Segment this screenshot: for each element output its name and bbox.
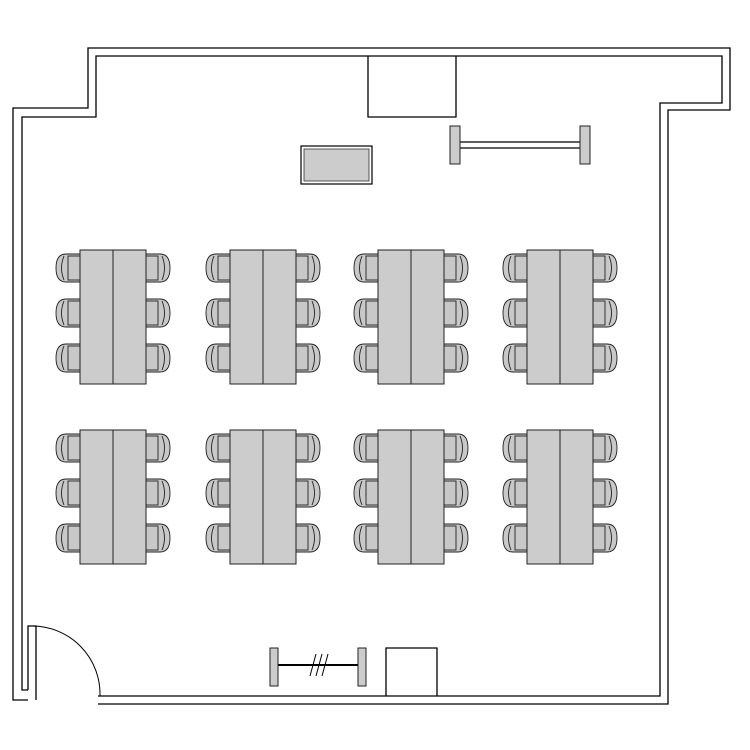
chair-left bbox=[55, 523, 81, 553]
table-half bbox=[229, 429, 264, 565]
chair-right bbox=[592, 433, 618, 463]
chair-right bbox=[592, 523, 618, 553]
chair-left bbox=[55, 298, 81, 328]
chair-left bbox=[55, 433, 81, 463]
door-jamb bbox=[27, 625, 37, 700]
chair-right bbox=[145, 433, 171, 463]
table-half bbox=[229, 249, 264, 385]
chair-left bbox=[502, 343, 528, 373]
top-wall-notch bbox=[367, 56, 457, 118]
outer-wall-outer-line bbox=[12, 47, 731, 705]
chair-left bbox=[205, 298, 231, 328]
chair-right bbox=[443, 253, 469, 283]
chair-right bbox=[145, 478, 171, 508]
room-walls bbox=[12, 47, 731, 705]
chair-right bbox=[145, 298, 171, 328]
chair-right bbox=[295, 478, 321, 508]
table-group bbox=[353, 249, 469, 385]
chair-right bbox=[592, 478, 618, 508]
table-group bbox=[55, 249, 171, 385]
door-swing-icon bbox=[31, 625, 101, 697]
bottom-wall-notch bbox=[385, 647, 438, 696]
table-half bbox=[526, 429, 561, 565]
chair-left bbox=[353, 253, 379, 283]
table-groups bbox=[55, 249, 618, 565]
table-half bbox=[377, 249, 412, 385]
table-half bbox=[112, 249, 147, 385]
table-half bbox=[112, 429, 147, 565]
chair-right bbox=[295, 343, 321, 373]
table-half bbox=[526, 249, 561, 385]
chair-left bbox=[353, 298, 379, 328]
chair-right bbox=[443, 433, 469, 463]
table-half bbox=[79, 249, 114, 385]
chair-left bbox=[353, 523, 379, 553]
chair-right bbox=[592, 343, 618, 373]
chair-left bbox=[205, 478, 231, 508]
chair-left bbox=[205, 253, 231, 283]
chair-left bbox=[205, 343, 231, 373]
whiteboard-bottom bbox=[269, 647, 367, 687]
chair-right bbox=[443, 478, 469, 508]
chair-left bbox=[502, 298, 528, 328]
chair-left bbox=[55, 253, 81, 283]
chair-left bbox=[353, 343, 379, 373]
break-mark-icon bbox=[309, 653, 329, 677]
chair-left bbox=[353, 478, 379, 508]
chair-right bbox=[295, 523, 321, 553]
chair-right bbox=[443, 523, 469, 553]
chair-left bbox=[205, 523, 231, 553]
chair-left bbox=[353, 433, 379, 463]
chair-right bbox=[145, 253, 171, 283]
table-half bbox=[79, 429, 114, 565]
chair-right bbox=[295, 298, 321, 328]
chair-right bbox=[443, 298, 469, 328]
chair-left bbox=[502, 433, 528, 463]
table-group bbox=[55, 429, 171, 565]
table-group bbox=[502, 429, 618, 565]
table-half bbox=[559, 429, 594, 565]
table-half bbox=[410, 429, 445, 565]
chair-right bbox=[592, 298, 618, 328]
chair-right bbox=[295, 433, 321, 463]
table-group bbox=[205, 429, 321, 565]
chair-left bbox=[55, 343, 81, 373]
chair-left bbox=[502, 253, 528, 283]
chair-right bbox=[443, 343, 469, 373]
chair-left bbox=[55, 478, 81, 508]
chair-right bbox=[145, 343, 171, 373]
outer-wall-inner-line bbox=[21, 55, 723, 697]
chair-right bbox=[295, 253, 321, 283]
table-half bbox=[262, 429, 297, 565]
table-group bbox=[205, 249, 321, 385]
chair-left bbox=[205, 433, 231, 463]
chair-right bbox=[145, 523, 171, 553]
whiteboard-top bbox=[449, 125, 591, 165]
chair-left bbox=[502, 478, 528, 508]
table-half bbox=[262, 249, 297, 385]
chair-left bbox=[502, 523, 528, 553]
chair-right bbox=[592, 253, 618, 283]
lectern bbox=[300, 145, 373, 185]
table-group bbox=[353, 429, 469, 565]
table-half bbox=[377, 429, 412, 565]
table-half bbox=[410, 249, 445, 385]
table-half bbox=[559, 249, 594, 385]
table-group bbox=[502, 249, 618, 385]
